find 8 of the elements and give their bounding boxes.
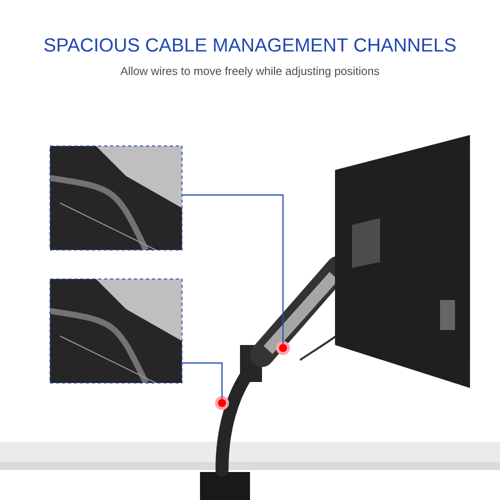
subtitle: Allow wires to move freely while adjusting positions [120, 66, 380, 78]
leader-line [182, 362, 223, 399]
leader-line [182, 194, 284, 344]
inset-photo [50, 278, 182, 384]
title: SPACIOUS CABLE MANAGEMENT CHANNELS [44, 38, 456, 52]
inset-photo [50, 146, 182, 250]
marker-dot [215, 396, 229, 410]
marker-dot [276, 341, 290, 355]
